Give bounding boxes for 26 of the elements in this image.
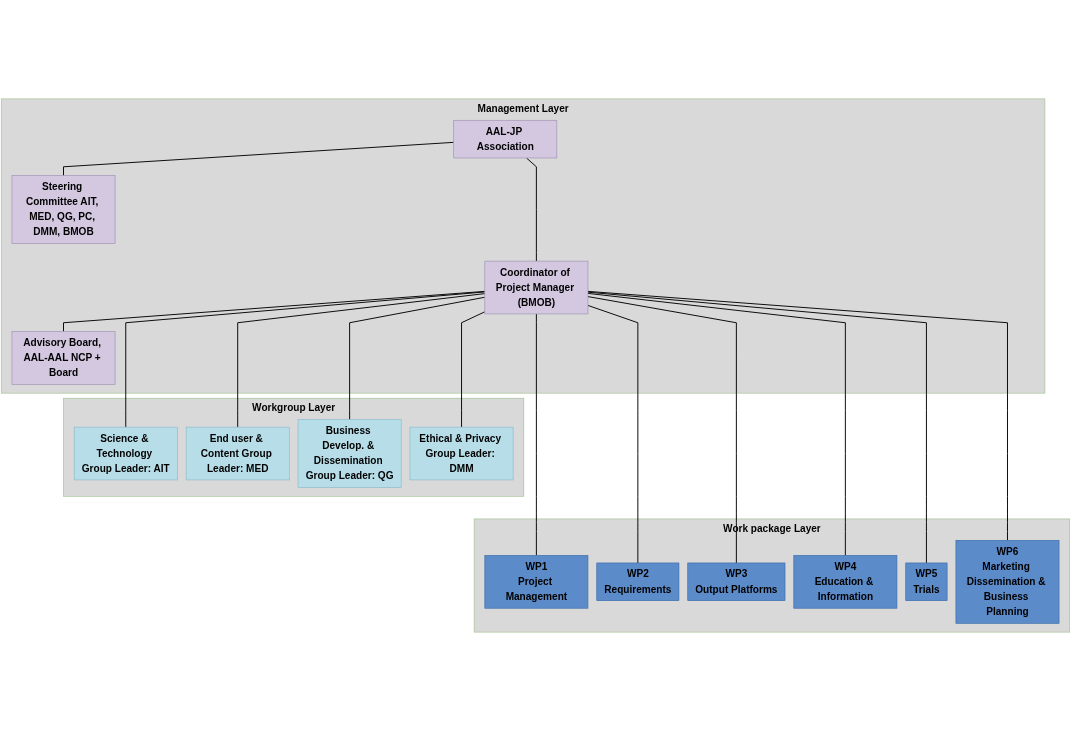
connector — [461, 311, 486, 428]
node-box: WP4 Education & Information — [793, 555, 898, 609]
connector — [63, 141, 455, 177]
connector — [237, 293, 486, 428]
node-box: Steering Committee AIT, MED, QG, PC, DMM, BMOB — [11, 175, 116, 244]
connector — [587, 296, 737, 564]
connector — [125, 291, 486, 428]
node-box: Ethical & Privacy Group Leader: DMM — [409, 426, 514, 481]
node-box: End user & Content Group Leader: MED — [185, 426, 290, 481]
connector — [587, 290, 1008, 541]
connector — [526, 157, 537, 262]
connector — [349, 296, 486, 421]
node-box: WP1 Project Management — [484, 555, 589, 609]
node-box: Coordinator of Project Manager (BMOB) — [484, 260, 589, 315]
node-box: AAL-JP Association — [453, 119, 558, 159]
node-box: WP5 Trials — [905, 562, 948, 601]
connector — [587, 291, 927, 564]
node-box: WP3 Output Platforms — [687, 562, 786, 601]
connector — [535, 313, 537, 556]
connector — [587, 304, 639, 564]
node-box: Advisory Board, AAL-AAL NCP + Board — [11, 331, 116, 385]
connector — [587, 292, 846, 556]
node-box: Business Develop. & Dissemination Group Leader: QG — [297, 419, 402, 488]
node-box: WP6 Marketing Dissemination & Business Planning — [955, 540, 1060, 624]
node-box: Science & Technology Group Leader: AIT — [73, 426, 178, 481]
node-box: WP2 Requirements — [596, 562, 680, 601]
